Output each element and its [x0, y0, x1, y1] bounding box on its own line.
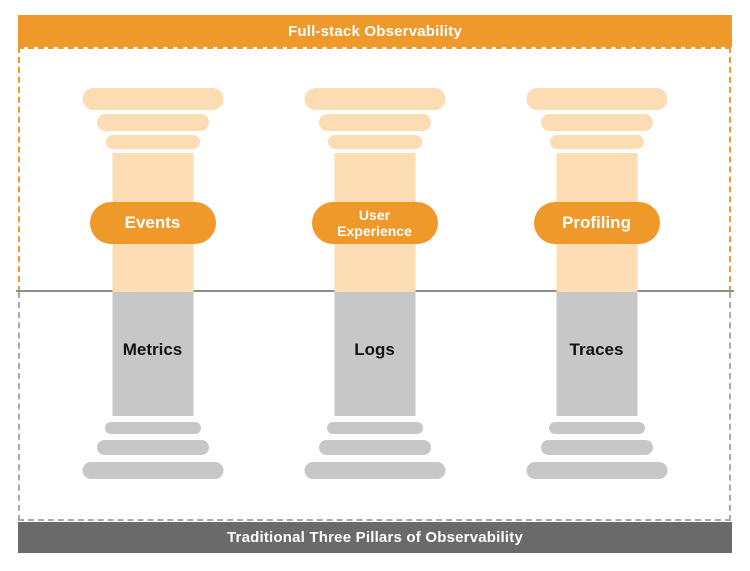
profiling-badge: Profiling	[533, 202, 660, 244]
pillar-base-bar	[326, 422, 423, 434]
pillar-base-bar	[318, 440, 431, 455]
pillar-capital-bar	[96, 114, 209, 131]
pillar-base-bar	[104, 422, 201, 434]
pillar-capital-bar	[318, 114, 431, 131]
pillar-shaft-traditional	[556, 292, 637, 416]
pillar-base-bar	[304, 462, 445, 479]
pillar-capital-bar	[304, 88, 445, 110]
full-stack-section-border	[18, 47, 731, 292]
full-stack-banner-label: Full-stack Observability	[287, 22, 463, 40]
pillar-base-bar	[96, 440, 209, 455]
pillar-capital-bar	[105, 135, 200, 149]
pillar-user-experience-logs: User Experience Logs	[304, 88, 445, 479]
pillar-shaft-traditional	[334, 292, 415, 416]
pillar-capital-bar	[540, 114, 653, 131]
pillar-shaft-traditional	[112, 292, 193, 416]
traces-label: Traces	[569, 340, 624, 359]
pillar-events-metrics: Events Metrics	[82, 88, 223, 479]
pillar-profiling-traces: Profiling Traces	[526, 88, 667, 479]
pillar-base-bar	[82, 462, 223, 479]
traditional-banner: Traditional Three Pillars of Observabili…	[18, 522, 732, 553]
pillar-capital-bar	[327, 135, 422, 149]
events-badge-label: Events	[124, 213, 181, 232]
pillar-capital-bar	[526, 88, 667, 110]
metrics-label: Metrics	[122, 340, 183, 359]
pillar-base-bar	[540, 440, 653, 455]
events-badge: Events	[89, 202, 216, 244]
user-experience-badge-label: User Experience	[337, 207, 412, 239]
pillar-base-bar	[548, 422, 645, 434]
user-experience-badge: User Experience	[311, 202, 438, 244]
traditional-banner-label: Traditional Three Pillars of Observabili…	[227, 529, 523, 546]
logs-label: Logs	[354, 340, 395, 359]
full-stack-banner: Full-stack Observability	[18, 15, 732, 47]
traditional-section-border	[18, 292, 731, 521]
pillar-capital-bar	[549, 135, 644, 149]
profiling-badge-label: Profiling	[562, 213, 631, 232]
pillar-capital-bar	[82, 88, 223, 110]
pillar-base-bar	[526, 462, 667, 479]
